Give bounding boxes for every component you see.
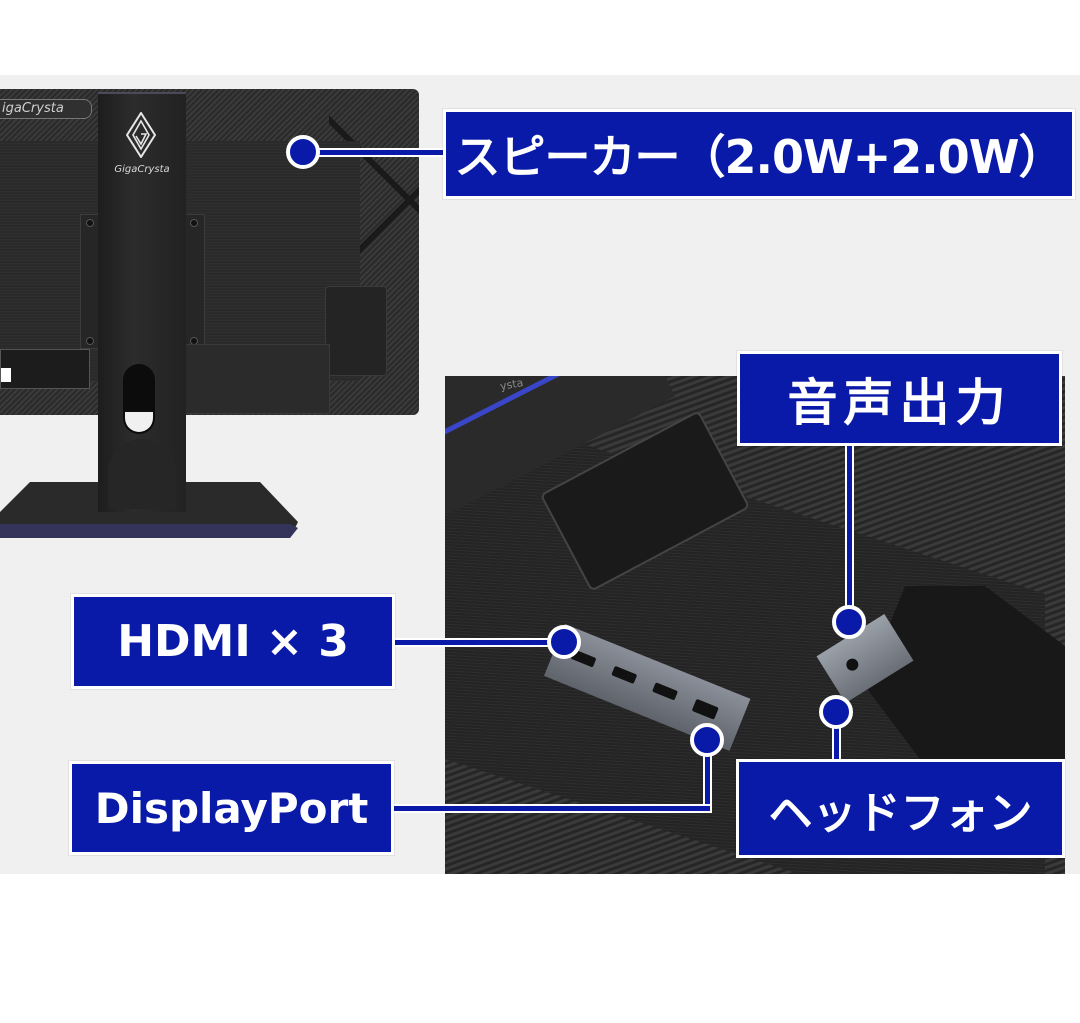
displayport-callout: DisplayPort <box>69 761 394 855</box>
screw-icon <box>86 219 94 227</box>
rear-lower-cover <box>180 344 330 414</box>
cable-hole-opening <box>125 412 153 432</box>
audio-out-callout: 音声出力 <box>737 351 1062 446</box>
screw-icon <box>190 219 198 227</box>
screw-icon <box>86 337 94 345</box>
stand-hump <box>108 439 176 509</box>
displayport-leader-line-h <box>392 804 712 813</box>
speaker-leader-line <box>312 148 446 157</box>
diamond-logo-icon <box>126 112 156 158</box>
stand-brand-text: GigaCrysta <box>114 164 170 175</box>
stand-base-accent <box>0 524 298 538</box>
audio-out-marker-icon <box>832 605 866 639</box>
monitor-rear-photo: igaCrysta <box>0 89 419 415</box>
hdmi-port-icon <box>652 682 679 701</box>
speaker-marker-icon <box>286 135 320 169</box>
stand-neck: GigaCrysta <box>98 92 186 512</box>
headphone-callout: ヘッドフォン <box>736 759 1065 858</box>
hdmi-callout: HDMI × 3 <box>71 594 395 689</box>
displayport-marker-icon <box>690 723 724 757</box>
hdmi-leader-line <box>392 638 552 647</box>
displayport-port-icon <box>691 698 719 720</box>
hdmi-marker-icon <box>547 625 581 659</box>
spec-sticker <box>0 349 90 389</box>
headphone-marker-icon <box>819 695 853 729</box>
audio-jack-icon <box>844 656 861 673</box>
rear-port-cover <box>325 286 387 376</box>
speaker-callout: スピーカー（2.0W+2.0W） <box>443 109 1075 199</box>
hdmi-port-icon <box>611 665 638 685</box>
brand-plate: igaCrysta <box>0 99 92 119</box>
audio-out-leader-line <box>845 442 854 612</box>
